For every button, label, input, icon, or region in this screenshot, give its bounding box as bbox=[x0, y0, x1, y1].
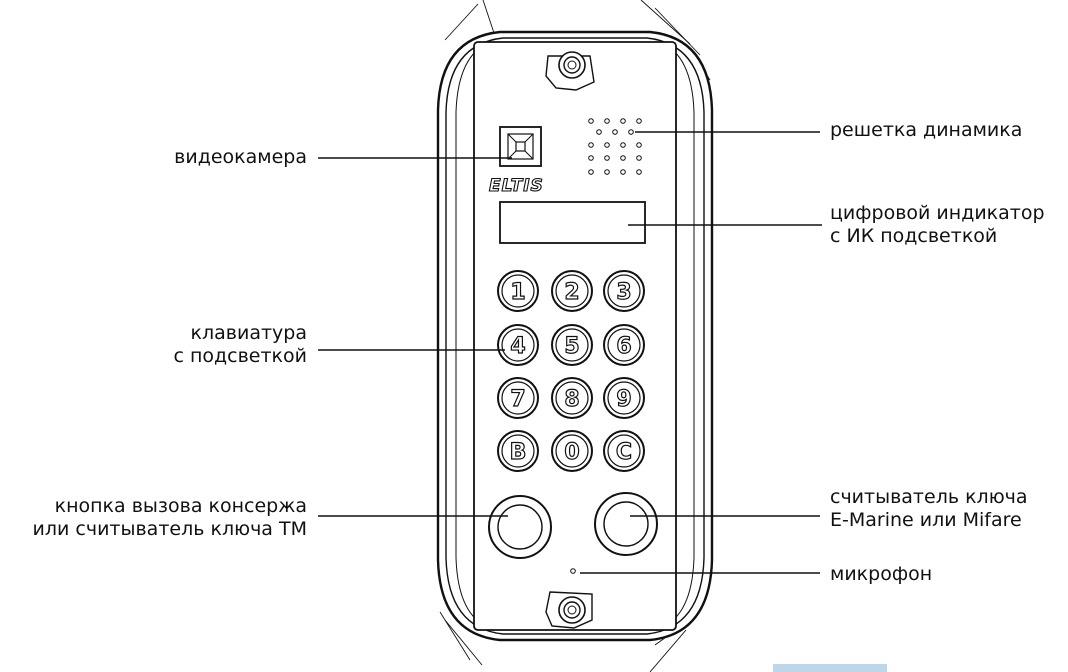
housing-bevel-right bbox=[659, 41, 695, 629]
keypad-key-2[interactable]: 2 bbox=[551, 270, 593, 312]
grille-hole bbox=[636, 169, 642, 175]
leader-lines bbox=[318, 131, 822, 574]
keypad-key-label: 6 bbox=[616, 334, 631, 359]
keypad-key-label: 4 bbox=[510, 334, 525, 359]
grille-hole bbox=[620, 118, 626, 124]
keypad-key-label: 7 bbox=[510, 387, 525, 412]
keypad-key-3[interactable]: 3 bbox=[603, 270, 645, 312]
keypad-key-7[interactable]: 7 bbox=[497, 377, 539, 419]
microphone-hole bbox=[570, 568, 576, 574]
keypad-key-label: 1 bbox=[510, 280, 525, 305]
keypad-key-label: 9 bbox=[616, 387, 631, 412]
grille-hole bbox=[636, 142, 642, 148]
housing-bevel bbox=[455, 41, 491, 629]
grille-hole bbox=[636, 118, 642, 124]
keypad-key-label: 3 bbox=[616, 280, 631, 305]
grille-hole bbox=[604, 169, 610, 175]
speaker-grille bbox=[588, 118, 642, 175]
brand-logo: ELTIS bbox=[489, 176, 544, 196]
label-key-reader: считыватель ключа E-Marine или Mifare bbox=[830, 486, 1028, 531]
grille-hole bbox=[628, 129, 634, 135]
label-camera: видеокамера bbox=[174, 146, 307, 168]
grille-hole bbox=[620, 169, 626, 175]
keypad-key-4[interactable]: 4 bbox=[497, 324, 539, 366]
grille-hole bbox=[604, 142, 610, 148]
keypad-key-label: 8 bbox=[564, 387, 579, 412]
label-concierge-button: кнопка вызова консержа или считыватель к… bbox=[32, 495, 307, 540]
label-speaker-grille: решетка динамика bbox=[830, 119, 1023, 141]
label-microphone: микрофон bbox=[830, 563, 933, 585]
corner-tab bbox=[773, 664, 887, 672]
grille-hole bbox=[588, 155, 594, 161]
keypad-key-1[interactable]: 1 bbox=[497, 270, 539, 312]
grille-hole bbox=[588, 142, 594, 148]
keypad: 1 2 3 4 5 6 7 8 9B 0 C bbox=[497, 270, 645, 472]
grille-hole bbox=[604, 118, 610, 124]
keypad-key-5[interactable]: 5 bbox=[551, 324, 593, 366]
keypad-key-label: C bbox=[616, 440, 632, 465]
grille-hole bbox=[620, 142, 626, 148]
keypad-key-9[interactable]: 9 bbox=[603, 377, 645, 419]
keypad-key-6[interactable]: 6 bbox=[603, 324, 645, 366]
camera-icon bbox=[499, 126, 542, 167]
grille-hole bbox=[588, 169, 594, 175]
grille-hole bbox=[604, 155, 610, 161]
keypad-key-label: 2 bbox=[564, 280, 579, 305]
digital-display bbox=[499, 201, 646, 244]
concierge-button bbox=[488, 495, 552, 559]
label-keypad: клавиатура с подсветкой bbox=[173, 322, 307, 367]
grille-hole bbox=[636, 155, 642, 161]
grille-hole bbox=[588, 118, 594, 124]
keypad-key-8[interactable]: 8 bbox=[551, 377, 593, 419]
keypad-key-label: B bbox=[510, 440, 527, 465]
housing-rim bbox=[445, 37, 705, 635]
keypad-key-label: 0 bbox=[564, 440, 579, 465]
top-screw-icon bbox=[545, 51, 595, 91]
keypad-key-label: 5 bbox=[564, 334, 579, 359]
grille-hole bbox=[620, 155, 626, 161]
keypad-key-0[interactable]: 0 bbox=[551, 430, 593, 472]
grille-hole bbox=[612, 129, 618, 135]
label-display: цифровой индикатор с ИК подсветкой bbox=[830, 202, 1045, 247]
bottom-screw-icon bbox=[545, 591, 593, 629]
keypad-key-c[interactable]: C bbox=[603, 430, 645, 472]
key-reader bbox=[594, 492, 658, 556]
keypad-key-b[interactable]: B bbox=[497, 430, 539, 472]
grille-hole bbox=[596, 129, 602, 135]
